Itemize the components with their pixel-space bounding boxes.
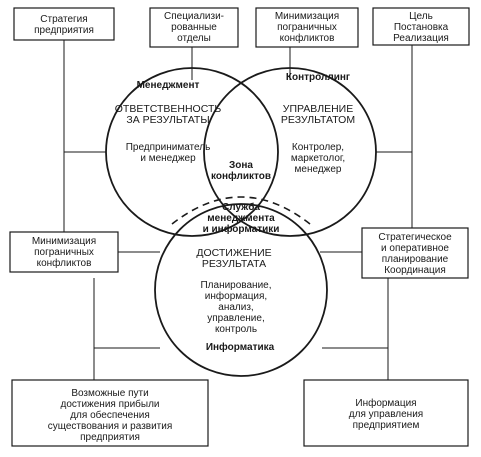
box-strategy-line: Стратегия <box>40 14 87 25</box>
box-minimization-left-line: конфликтов <box>37 257 92 269</box>
management-circle <box>105 67 279 237</box>
box-minimization-left-line: пограничных <box>34 247 94 258</box>
box-goal-line: Реализация <box>393 33 449 44</box>
box-specialized-line: рованные <box>171 22 217 33</box>
box-information-line: предприятием <box>353 420 420 431</box>
box-specialized-line: Специализи- <box>164 11 224 22</box>
controlling-roles-line: маркетолог, <box>291 153 345 164</box>
conflict-zone-line: конфликтов <box>211 170 271 182</box>
box-planning-line: Стратегическое <box>378 232 452 243</box>
box-profit-line: существования и развития <box>48 421 173 432</box>
box-profit-line: достижения прибыли <box>60 398 159 410</box>
informatics-heading-line: РЕЗУЛЬТАТА <box>202 258 266 270</box>
box-minimization-top-line: Минимизация <box>275 11 339 22</box>
informatics-function-line: контроль <box>215 324 257 335</box>
box-information-line: Информация <box>355 397 416 409</box>
controlling-heading-line: РЕЗУЛЬТАТОМ <box>281 114 355 126</box>
box-minimization-top-line: конфликтов <box>280 32 335 44</box>
controlling-title: Контроллинг <box>286 72 350 83</box>
service-line: Служба <box>222 201 260 213</box>
conflict-zone-line: Зона <box>229 160 253 171</box>
box-profit-line: Возможные пути <box>71 388 148 399</box>
box-goal-line: Постановка <box>394 22 449 33</box>
informatics-title: Информатика <box>206 341 275 353</box>
service-line: менеджмента <box>207 213 275 224</box>
management-roles-line: Предприниматель <box>126 142 211 153</box>
box-minimization-top-line: пограничных <box>277 22 337 33</box>
service-dashed-arc <box>171 196 311 225</box>
box-information-line: для управления <box>349 409 423 420</box>
box-specialized-line: отделы <box>177 33 211 44</box>
svg-text:Контролер,маркетолог,менеджер: Контролер,маркетолог,менеджер <box>291 142 345 175</box>
box-strategy-line: предприятия <box>34 25 94 36</box>
controlling-roles-line: Контролер, <box>292 142 344 153</box>
box-planning-line: планирование <box>382 254 449 265</box>
management-title: Менеджмент <box>137 80 200 91</box>
informatics-circle <box>154 203 328 377</box>
box-profit-line: предприятия <box>80 432 140 443</box>
informatics-heading-line: ДОСТИЖЕНИЕ <box>196 247 271 259</box>
informatics-function-line: управление, <box>207 313 264 324</box>
management-heading-line: ЗА РЕЗУЛЬТАТЫ <box>126 114 209 126</box>
management-heading-line: ОТВЕТСТВЕННОСТЬ <box>115 103 222 115</box>
box-profit-line: для обеспечения <box>70 409 150 421</box>
management-roles-line: и менеджер <box>140 153 196 164</box>
service-line: и информатики <box>203 223 280 235</box>
controlling-roles-line: менеджер <box>295 164 342 175</box>
controlling-circle <box>203 67 377 237</box>
svg-text:Планирование,информация,анализ: Планирование,информация,анализ,управлени… <box>200 280 271 335</box>
box-planning-line: Координация <box>384 265 446 276</box>
informatics-function-line: анализ, <box>218 302 253 313</box>
controlling-heading-line: УПРАВЛЕНИЕ <box>283 103 353 115</box>
box-goal-line: Цель <box>409 11 433 22</box>
box-planning-line: и оперативное <box>381 243 449 254</box>
box-minimization-left-line: Минимизация <box>32 236 96 247</box>
informatics-function-line: информация, <box>205 290 267 302</box>
informatics-function-line: Планирование, <box>200 280 271 291</box>
connector-lines <box>63 40 413 380</box>
